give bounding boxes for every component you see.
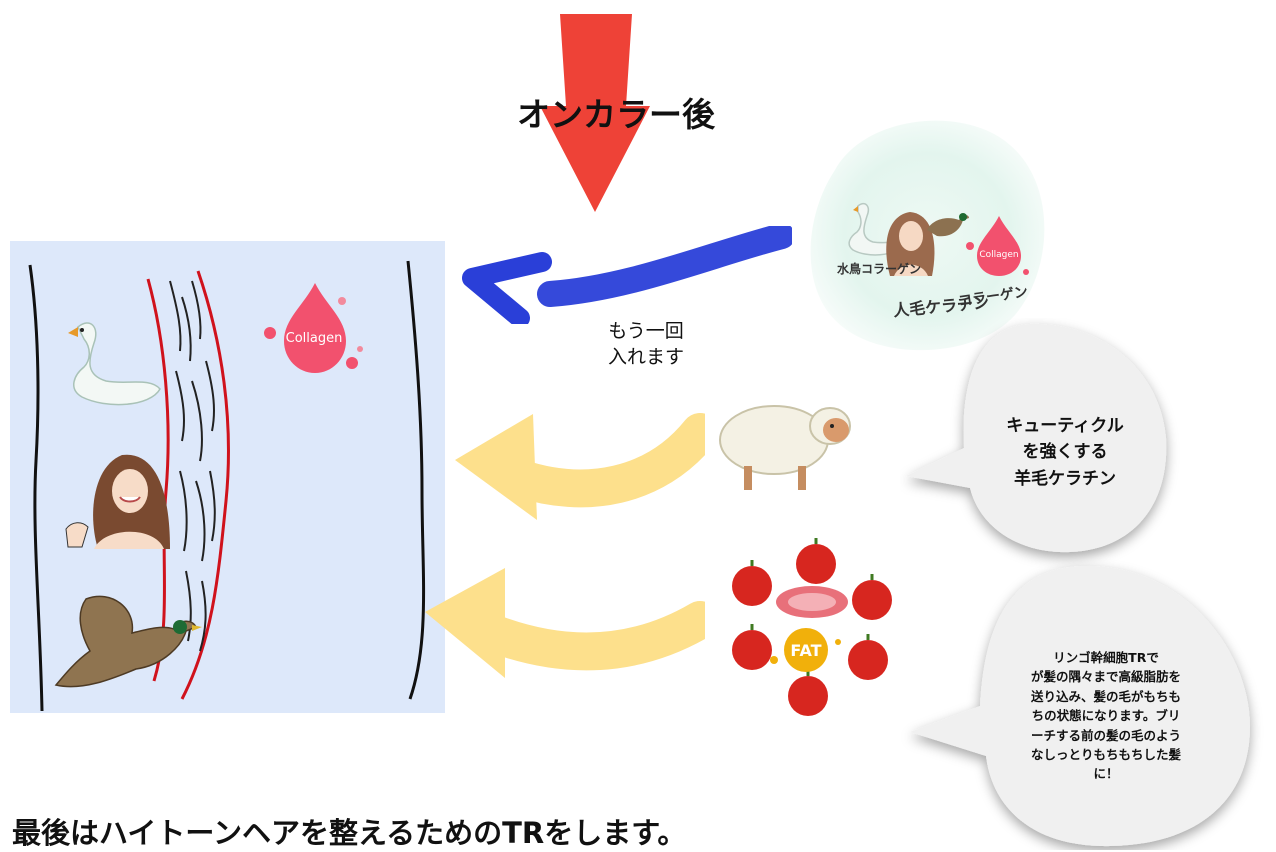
hair-strand-lines (28, 260, 426, 712)
bubble-apple-line: が髪の隅々まで高級脂肪を (1030, 669, 1181, 685)
bubble-apple-line: 送り込み、髪の毛がもちも (1030, 688, 1181, 704)
yellow-arrow-icon (455, 413, 705, 520)
arrow-note: もう一回 入れます (586, 318, 706, 370)
bubble-sheep-line1: キューティクル (1006, 416, 1124, 436)
duck-icon (54, 595, 202, 688)
bubble-sheep-line2: を強くする (1022, 442, 1108, 463)
bubble-apple-text: リンゴ幹細胞TRで が髪の隅々まで高級脂肪を 送り込み、髪の毛がもちも ちの状態… (1000, 648, 1212, 784)
fat-badge-label: FAT (790, 641, 822, 660)
swan-icon (68, 322, 161, 406)
speech-bubble-sheep (906, 323, 1167, 553)
yellow-arrow-icon (425, 568, 705, 678)
speech-bubble-apple (910, 565, 1250, 847)
blob-collagen-drop-label: Collagen (979, 250, 1019, 260)
bubble-apple-line: リンゴ幹細胞TRで (1053, 650, 1159, 665)
arrow-note-line1: もう一回 (608, 320, 684, 342)
hair-cross-section-panel: Collagen (10, 241, 445, 713)
bubble-sheep-line3: 羊毛ケラチン (1014, 468, 1116, 489)
apple-cluster: FAT (728, 538, 896, 718)
duck-icon (927, 213, 969, 237)
after-oncolor-heading: オンカラー後 (517, 95, 715, 134)
sheep-icon (719, 405, 851, 490)
woman-icon (65, 454, 170, 549)
bubble-apple-line: ーチする前の髪の毛のよう (1030, 727, 1181, 743)
collagen-drop-icon (264, 283, 363, 373)
blue-arrow-icon (462, 226, 792, 324)
fat-badge-icon (784, 628, 828, 672)
bubble-apple-line: なしっとりもちもちした髪 (1030, 746, 1181, 762)
collagen-drop-label: Collagen (285, 331, 343, 346)
watercolor-ingredient-blob: Collagen 水鳥コラーゲン 人毛ケラチン コラーゲン (795, 110, 1057, 360)
label-waterfowl-collagen: 水鳥コラーゲン (837, 262, 922, 276)
collagen-drop-icon (966, 216, 1029, 276)
woman-icon (886, 212, 935, 276)
bubble-apple-line: ちの状態になります。ブリ (1031, 708, 1181, 724)
apple-icon (732, 538, 892, 716)
down-arrow-icon (540, 14, 650, 212)
bubble-sheep-text: キューティクル を強くする 羊毛ケラチン (995, 413, 1135, 492)
bubble-apple-line: に！ (1093, 766, 1119, 782)
arrow-note-line2: 入れます (607, 346, 684, 368)
meat-icon (776, 586, 848, 618)
page-title: 最後はハイトーンヘアを整えるためのTRをします。 (12, 816, 687, 850)
